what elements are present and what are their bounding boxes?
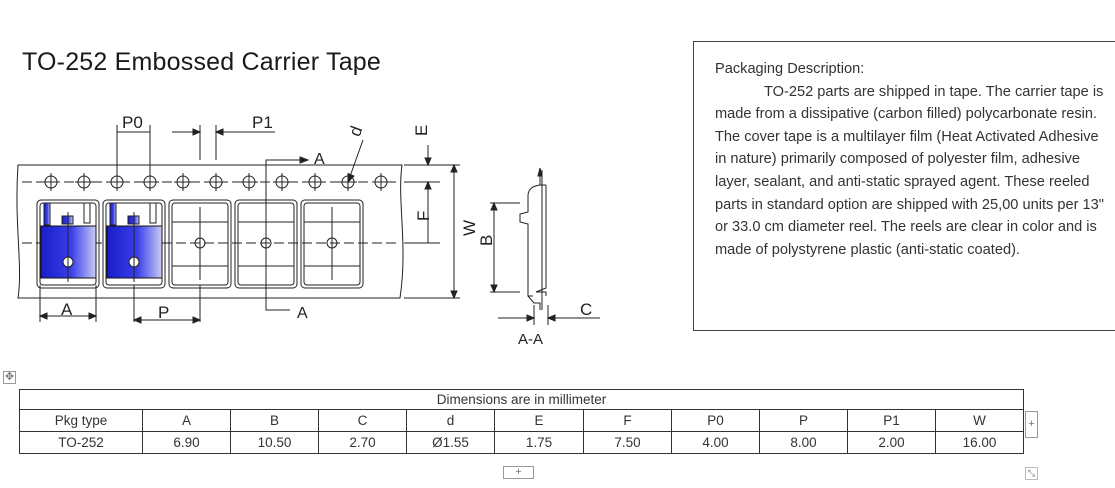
cell-p0: 4.00: [671, 431, 760, 454]
packaging-description: Packaging Description: TO-252 parts are …: [693, 41, 1115, 331]
header-c: C: [318, 409, 407, 432]
label-p0: P0: [122, 113, 143, 132]
description-body: TO-252 parts are shipped in tape. The ca…: [715, 83, 1104, 258]
dimensions-table-wrap: Dimensions are in millimeter Pkg type A …: [19, 389, 1024, 454]
label-a-top: A: [314, 151, 325, 168]
label-p: P: [158, 303, 169, 322]
cell-f: 7.50: [583, 431, 672, 454]
dimensions-table: Dimensions are in millimeter Pkg type A …: [19, 389, 1024, 454]
plus-icon: +: [1028, 418, 1035, 430]
header-p0: P0: [671, 409, 760, 432]
resize-icon: ⤡: [1027, 468, 1036, 478]
page-title: TO-252 Embossed Carrier Tape: [22, 48, 382, 76]
label-b: B: [477, 235, 496, 246]
cell-w: 16.00: [935, 431, 1024, 454]
header-w: W: [935, 409, 1024, 432]
add-column-button[interactable]: +: [1025, 411, 1038, 438]
move-icon: ✥: [4, 371, 15, 383]
label-p1: P1: [252, 113, 273, 132]
header-e: E: [494, 409, 584, 432]
cell-p1: 2.00: [847, 431, 936, 454]
add-row-button[interactable]: +: [503, 466, 534, 479]
header-pkg-type: Pkg type: [19, 409, 143, 432]
label-w: W: [460, 220, 479, 236]
label-a-bottom: A: [61, 300, 73, 319]
header-a: A: [142, 409, 231, 432]
cell-e: 1.75: [494, 431, 584, 454]
table-caption: Dimensions are in millimeter: [19, 389, 1024, 410]
cell-b: 10.50: [230, 431, 319, 454]
label-f: F: [414, 211, 433, 221]
table-header-row: Pkg type A B C d E F P0 P P1 W: [19, 409, 1024, 432]
header-f: F: [583, 409, 672, 432]
components: [40, 202, 163, 282]
cell-d: Ø1.55: [406, 431, 495, 454]
cell-p: 8.00: [759, 431, 848, 454]
header-b: B: [230, 409, 319, 432]
table-move-handle[interactable]: ✥: [3, 371, 16, 384]
cell-pkg-type: TO-252: [19, 431, 143, 454]
label-section: A-A: [518, 331, 543, 348]
table-row: TO-252 6.90 10.50 2.70 Ø1.55 1.75 7.50 4…: [19, 431, 1024, 454]
plus-icon: +: [515, 466, 522, 478]
cell-c: 2.70: [318, 431, 407, 454]
label-a-right: A: [297, 305, 308, 322]
header-p: P: [759, 409, 848, 432]
table-resize-handle[interactable]: ⤡: [1025, 467, 1038, 480]
header-p1: P1: [847, 409, 936, 432]
cell-a: 6.90: [142, 431, 231, 454]
label-c: C: [580, 300, 592, 319]
sprocket-holes: [42, 173, 390, 191]
label-e: E: [412, 125, 431, 136]
header-d: d: [406, 409, 495, 432]
carrier-tape-drawing: P0 P1 d E A F W B A P A C A-A: [16, 113, 600, 348]
description-heading: Packaging Description:: [715, 61, 865, 77]
label-d: d: [345, 123, 366, 138]
